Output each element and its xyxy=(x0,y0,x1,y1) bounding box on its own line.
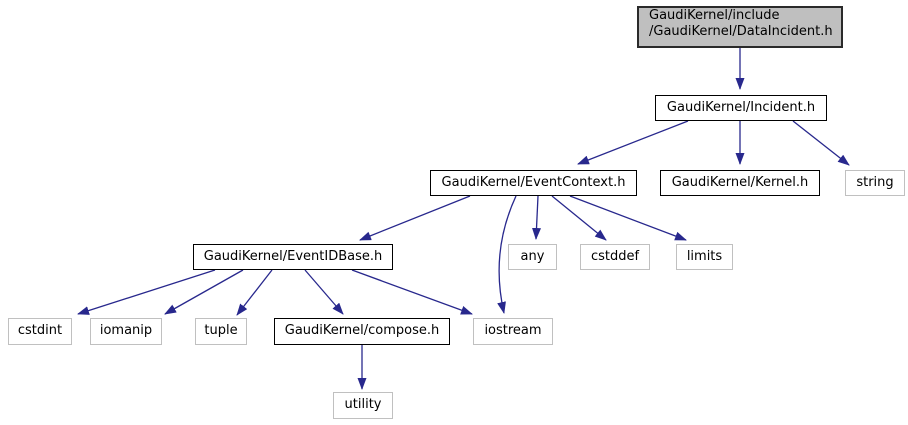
node-label: string xyxy=(856,174,894,190)
edge-eventcontext-eventidbase xyxy=(359,195,471,241)
node-label: GaudiKernel/EventIDBase.h xyxy=(203,248,383,264)
node-dataincident-h: GaudiKernel/include /GaudiKernel/DataInc… xyxy=(637,6,843,48)
node-label: GaudiKernel/include xyxy=(649,8,780,23)
node-utility: utility xyxy=(333,392,393,419)
node-eventidbase-h[interactable]: GaudiKernel/EventIDBase.h xyxy=(193,244,393,270)
node-iostream: iostream xyxy=(473,318,553,345)
edge-eventidbase-compose xyxy=(304,269,344,315)
node-cstddef: cstddef xyxy=(580,244,650,270)
node-label: GaudiKernel/Kernel.h xyxy=(671,174,809,190)
edge-eventcontext-iostream xyxy=(497,195,517,314)
node-tuple: tuple xyxy=(195,318,247,345)
node-cstdint: cstdint xyxy=(8,318,72,345)
edge-eventidbase-tuple xyxy=(236,269,273,316)
node-string: string xyxy=(845,170,905,196)
edge-eventcontext-cstddef xyxy=(551,195,607,241)
node-label: cstdint xyxy=(17,323,63,339)
edge-eventcontext-any xyxy=(532,195,542,240)
node-iomanip: iomanip xyxy=(90,318,162,345)
node-limits: limits xyxy=(676,244,733,270)
node-label: limits xyxy=(686,248,723,264)
node-any: any xyxy=(508,244,557,270)
node-label: /GaudiKernel/DataIncident.h xyxy=(649,24,833,40)
node-label: utility xyxy=(344,397,382,413)
edge-incident-eventcontext xyxy=(577,120,689,165)
node-compose-h[interactable]: GaudiKernel/compose.h xyxy=(274,318,450,345)
node-label: GaudiKernel/EventContext.h xyxy=(441,174,626,190)
edge-eventidbase-cstdint xyxy=(77,269,216,315)
node-label: iostream xyxy=(484,323,542,339)
edge-incident-string xyxy=(792,120,850,166)
edge-eventidbase-iomanip xyxy=(164,269,244,315)
node-label: iomanip xyxy=(99,323,153,339)
node-label: cstddef xyxy=(590,248,640,264)
node-label: GaudiKernel/compose.h xyxy=(284,323,440,339)
edge-eventidbase-iostream xyxy=(351,269,473,315)
node-label: any xyxy=(520,248,545,264)
edge-eventcontext-limits xyxy=(569,195,687,241)
node-label: GaudiKernel/Incident.h xyxy=(666,99,816,115)
node-kernel-h[interactable]: GaudiKernel/Kernel.h xyxy=(660,170,820,196)
node-eventcontext-h[interactable]: GaudiKernel/EventContext.h xyxy=(430,170,637,196)
node-label: tuple xyxy=(204,323,238,339)
node-incident-h[interactable]: GaudiKernel/Incident.h xyxy=(655,95,827,121)
